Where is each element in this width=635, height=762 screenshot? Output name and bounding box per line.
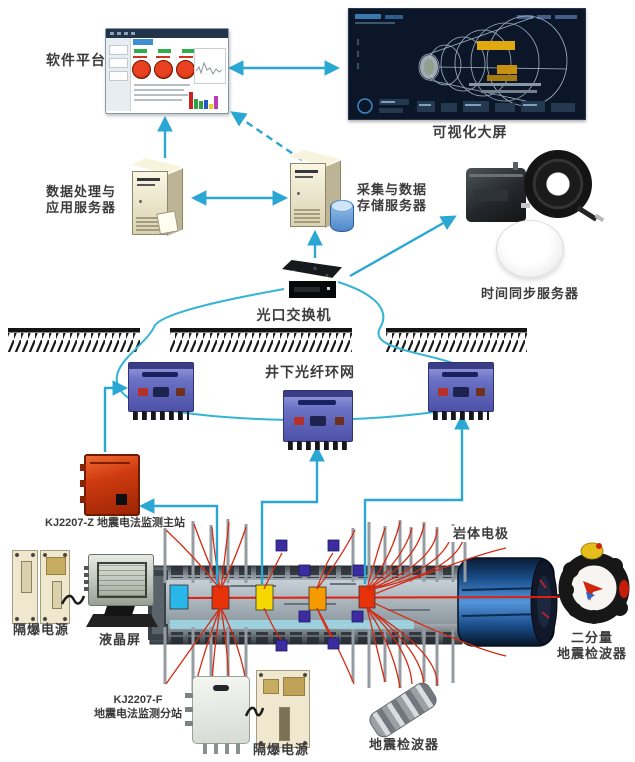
document-icon bbox=[156, 210, 179, 235]
connector-tunnel-ring-right bbox=[363, 413, 470, 584]
label-data-app-server: 数据处理与 应用服务器 bbox=[45, 184, 116, 216]
label-fiber-ring: 井下光纤环网 bbox=[265, 364, 355, 380]
window-tab bbox=[133, 39, 153, 45]
main-station-icon bbox=[80, 454, 140, 516]
tunnel-graphic bbox=[148, 519, 561, 692]
screen-3d-tunnel-view bbox=[355, 14, 577, 114]
screen-title-banner bbox=[477, 41, 515, 50]
timesync-receiver-icon bbox=[466, 162, 530, 222]
connector-mainstation-ring-left bbox=[103, 380, 129, 452]
label-seismic-geophone: 地震检波器 bbox=[368, 737, 439, 752]
status-pill bbox=[182, 49, 195, 53]
label-collect-storage-server: 采集与数据 存储服务器 bbox=[356, 182, 427, 214]
label-two-component-geophone: 二分量 地震检波器 bbox=[556, 630, 627, 662]
collect-storage-server-icon bbox=[288, 150, 344, 230]
label-lcd-screen: 液晶屏 bbox=[98, 632, 141, 647]
ground-surface-left bbox=[8, 328, 140, 352]
lcd-display bbox=[97, 562, 147, 598]
power-cable-squiggle bbox=[60, 594, 86, 605]
gauge-circle bbox=[176, 60, 195, 79]
connector-tunnel-mainstation bbox=[138, 498, 219, 584]
rock-electrode-pins-bottom bbox=[163, 627, 455, 692]
database-cylinder-icon bbox=[330, 200, 354, 232]
label-substation: KJ2207-F 地震电法监测分站 bbox=[94, 694, 182, 720]
gps-dome-antenna-icon bbox=[496, 220, 564, 278]
two-component-geophone-icon bbox=[555, 542, 630, 624]
screen-dial-icon bbox=[357, 98, 373, 114]
software-platform-window bbox=[105, 28, 229, 114]
flameproof-power-bottom-icon bbox=[256, 670, 310, 748]
electric-field-lines bbox=[165, 521, 507, 691]
tunnel-wireframe bbox=[418, 15, 568, 107]
flameproof-power-left-icon bbox=[12, 550, 70, 624]
window-content bbox=[131, 38, 228, 111]
device-pins bbox=[203, 743, 241, 754]
purple-electrode-markers bbox=[275, 539, 365, 652]
mini-bar-chart bbox=[189, 89, 225, 109]
device-pins bbox=[432, 411, 490, 420]
window-sidebar bbox=[106, 38, 131, 111]
visualization-screen bbox=[348, 8, 586, 120]
label-main-station: KJ2207-Z 地震电法监测主站 bbox=[45, 517, 185, 529]
block-red-1 bbox=[211, 585, 230, 610]
ring-network-device-left bbox=[128, 362, 194, 420]
window-titlebar bbox=[106, 29, 228, 38]
gauge-caption bbox=[133, 56, 147, 58]
gauge-caption bbox=[179, 56, 193, 58]
label-flameproof-power-bottom: 隔爆电源 bbox=[252, 742, 309, 757]
ground-surface-right bbox=[386, 328, 527, 352]
text-line bbox=[134, 99, 182, 101]
label-software-platform: 软件平台 bbox=[46, 52, 106, 68]
label-rock-electrode: 岩体电极 bbox=[448, 526, 514, 543]
arrow-switch-timesync bbox=[349, 215, 457, 278]
status-pill bbox=[158, 49, 171, 53]
label-visual-screen: 可视化大屏 bbox=[432, 124, 508, 140]
optical-switch-icon bbox=[282, 260, 342, 302]
text-line bbox=[134, 94, 188, 96]
antenna-nub bbox=[513, 162, 518, 170]
lcd-screen-icon bbox=[80, 554, 158, 632]
screen-toolbar-text bbox=[381, 101, 537, 106]
text-line bbox=[134, 89, 184, 91]
antenna-cable-coil-icon bbox=[524, 150, 605, 223]
rock-electrode-pins-top bbox=[163, 519, 467, 583]
gauge-circle bbox=[154, 60, 173, 79]
seismic-geophone-icon bbox=[366, 679, 440, 741]
device-pins bbox=[132, 411, 190, 420]
waveform-sparkline bbox=[195, 61, 223, 76]
substation-icon bbox=[185, 676, 250, 754]
ring-network-device-right bbox=[428, 362, 494, 420]
ground-surface-middle bbox=[170, 328, 352, 352]
gauge-circle bbox=[132, 60, 151, 79]
label-time-sync-server: 时间同步服务器 bbox=[480, 286, 579, 301]
power-cable-squiggle bbox=[244, 706, 264, 717]
connector-arrows bbox=[103, 60, 470, 584]
label-flameproof-power-left: 隔爆电源 bbox=[12, 622, 69, 637]
data-app-server-icon bbox=[130, 158, 186, 238]
connector-tunnel-ring-middle bbox=[260, 445, 325, 584]
waveform-panel bbox=[194, 48, 226, 84]
ring-network-device-middle bbox=[283, 390, 353, 450]
arrow-storage-platform-dashed bbox=[230, 111, 303, 161]
block-cyan bbox=[169, 584, 189, 610]
gauge-caption bbox=[156, 56, 170, 58]
status-pill bbox=[134, 49, 147, 53]
text-line bbox=[134, 84, 190, 86]
label-optical-switch: 光口交换机 bbox=[256, 307, 332, 323]
block-orange bbox=[308, 586, 327, 611]
device-pins bbox=[288, 441, 348, 450]
